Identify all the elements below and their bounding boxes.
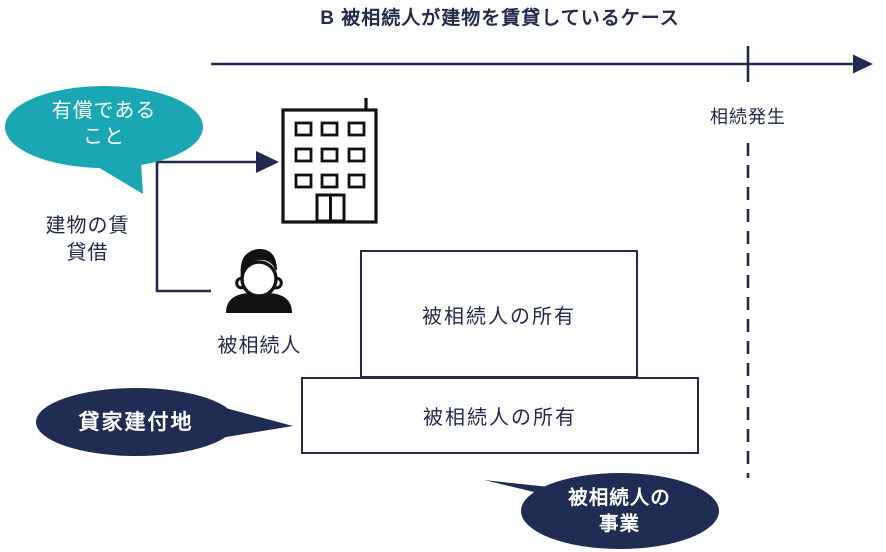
building-icon [281, 98, 378, 224]
rental-land-label: 貸家建付地 [78, 411, 194, 434]
decedent-business-bubble [484, 473, 719, 549]
decedent-label: 被相続人 [217, 335, 302, 357]
lease-arrowhead-icon [256, 151, 279, 173]
lease-bracket-line [155, 160, 257, 293]
paid-condition-bubble-body [5, 86, 203, 168]
building-ownership-box: 被相続人の所有 [360, 250, 638, 378]
timeline-arrowhead-icon [853, 54, 873, 74]
paid-condition-label: 有償である こと [51, 100, 157, 148]
lease-connector [155, 151, 279, 293]
rental-land-bubble [36, 388, 293, 456]
decedent-business-label: 被相続人の 事業 [568, 487, 671, 535]
rental-land-bubble-body [36, 388, 236, 456]
person-icon [226, 248, 292, 313]
land-ownership-box: 被相続人の所有 [301, 377, 699, 454]
building-lease-label: 建物の賃 貸借 [45, 215, 130, 264]
rental-land-bubble-tail [218, 406, 293, 438]
decedent-business-bubble-body [521, 473, 719, 549]
land-ownership-text: 被相続人の所有 [423, 407, 577, 429]
timeline [211, 46, 873, 478]
building-ownership-text: 被相続人の所有 [422, 305, 576, 328]
paid-condition-bubble [5, 86, 203, 194]
page-title: B 被相続人が建物を賃貸しているケース [320, 8, 680, 29]
inheritance-event-label: 相続発生 [710, 107, 786, 127]
